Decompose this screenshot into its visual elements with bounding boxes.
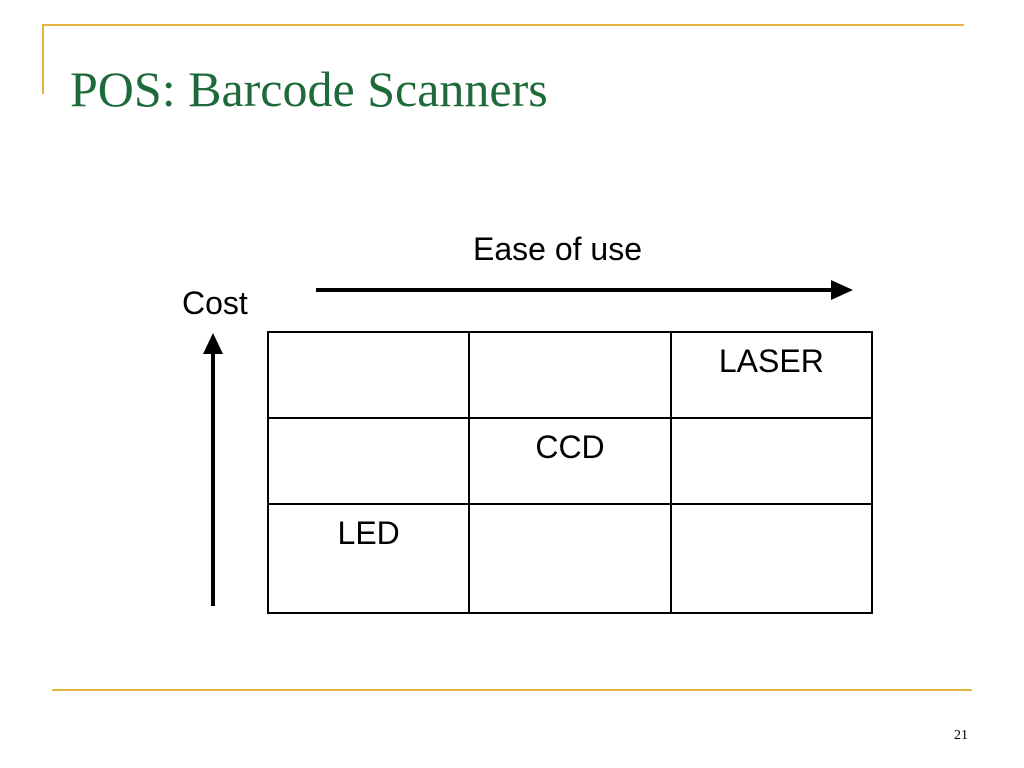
grid-row: LASER [266,331,874,419]
slide-frame-left-rule [42,24,44,94]
grid-cell [669,417,874,505]
grid-cell [669,503,874,614]
grid-cell [266,417,471,505]
grid-row: CCD [266,417,874,505]
grid-row: LED [266,503,874,614]
slide-frame-top-rule [42,24,964,26]
slide-footer-rule [52,689,972,691]
grid-cell-led: LED [266,503,471,614]
grid-cell-ccd: CCD [468,417,672,505]
scanner-comparison-grid: LASER CCD LED [266,331,874,614]
y-axis-label: Cost [182,285,248,321]
grid-cell [266,331,471,419]
y-axis-arrow [203,333,223,606]
slide-title: POS: Barcode Scanners [70,61,548,117]
page-number: 21 [954,728,968,743]
grid-cell-laser: LASER [669,331,874,419]
x-axis-label: Ease of use [473,231,642,267]
grid-cell [468,503,672,614]
grid-cell [468,331,672,419]
x-axis-arrow [316,280,853,300]
